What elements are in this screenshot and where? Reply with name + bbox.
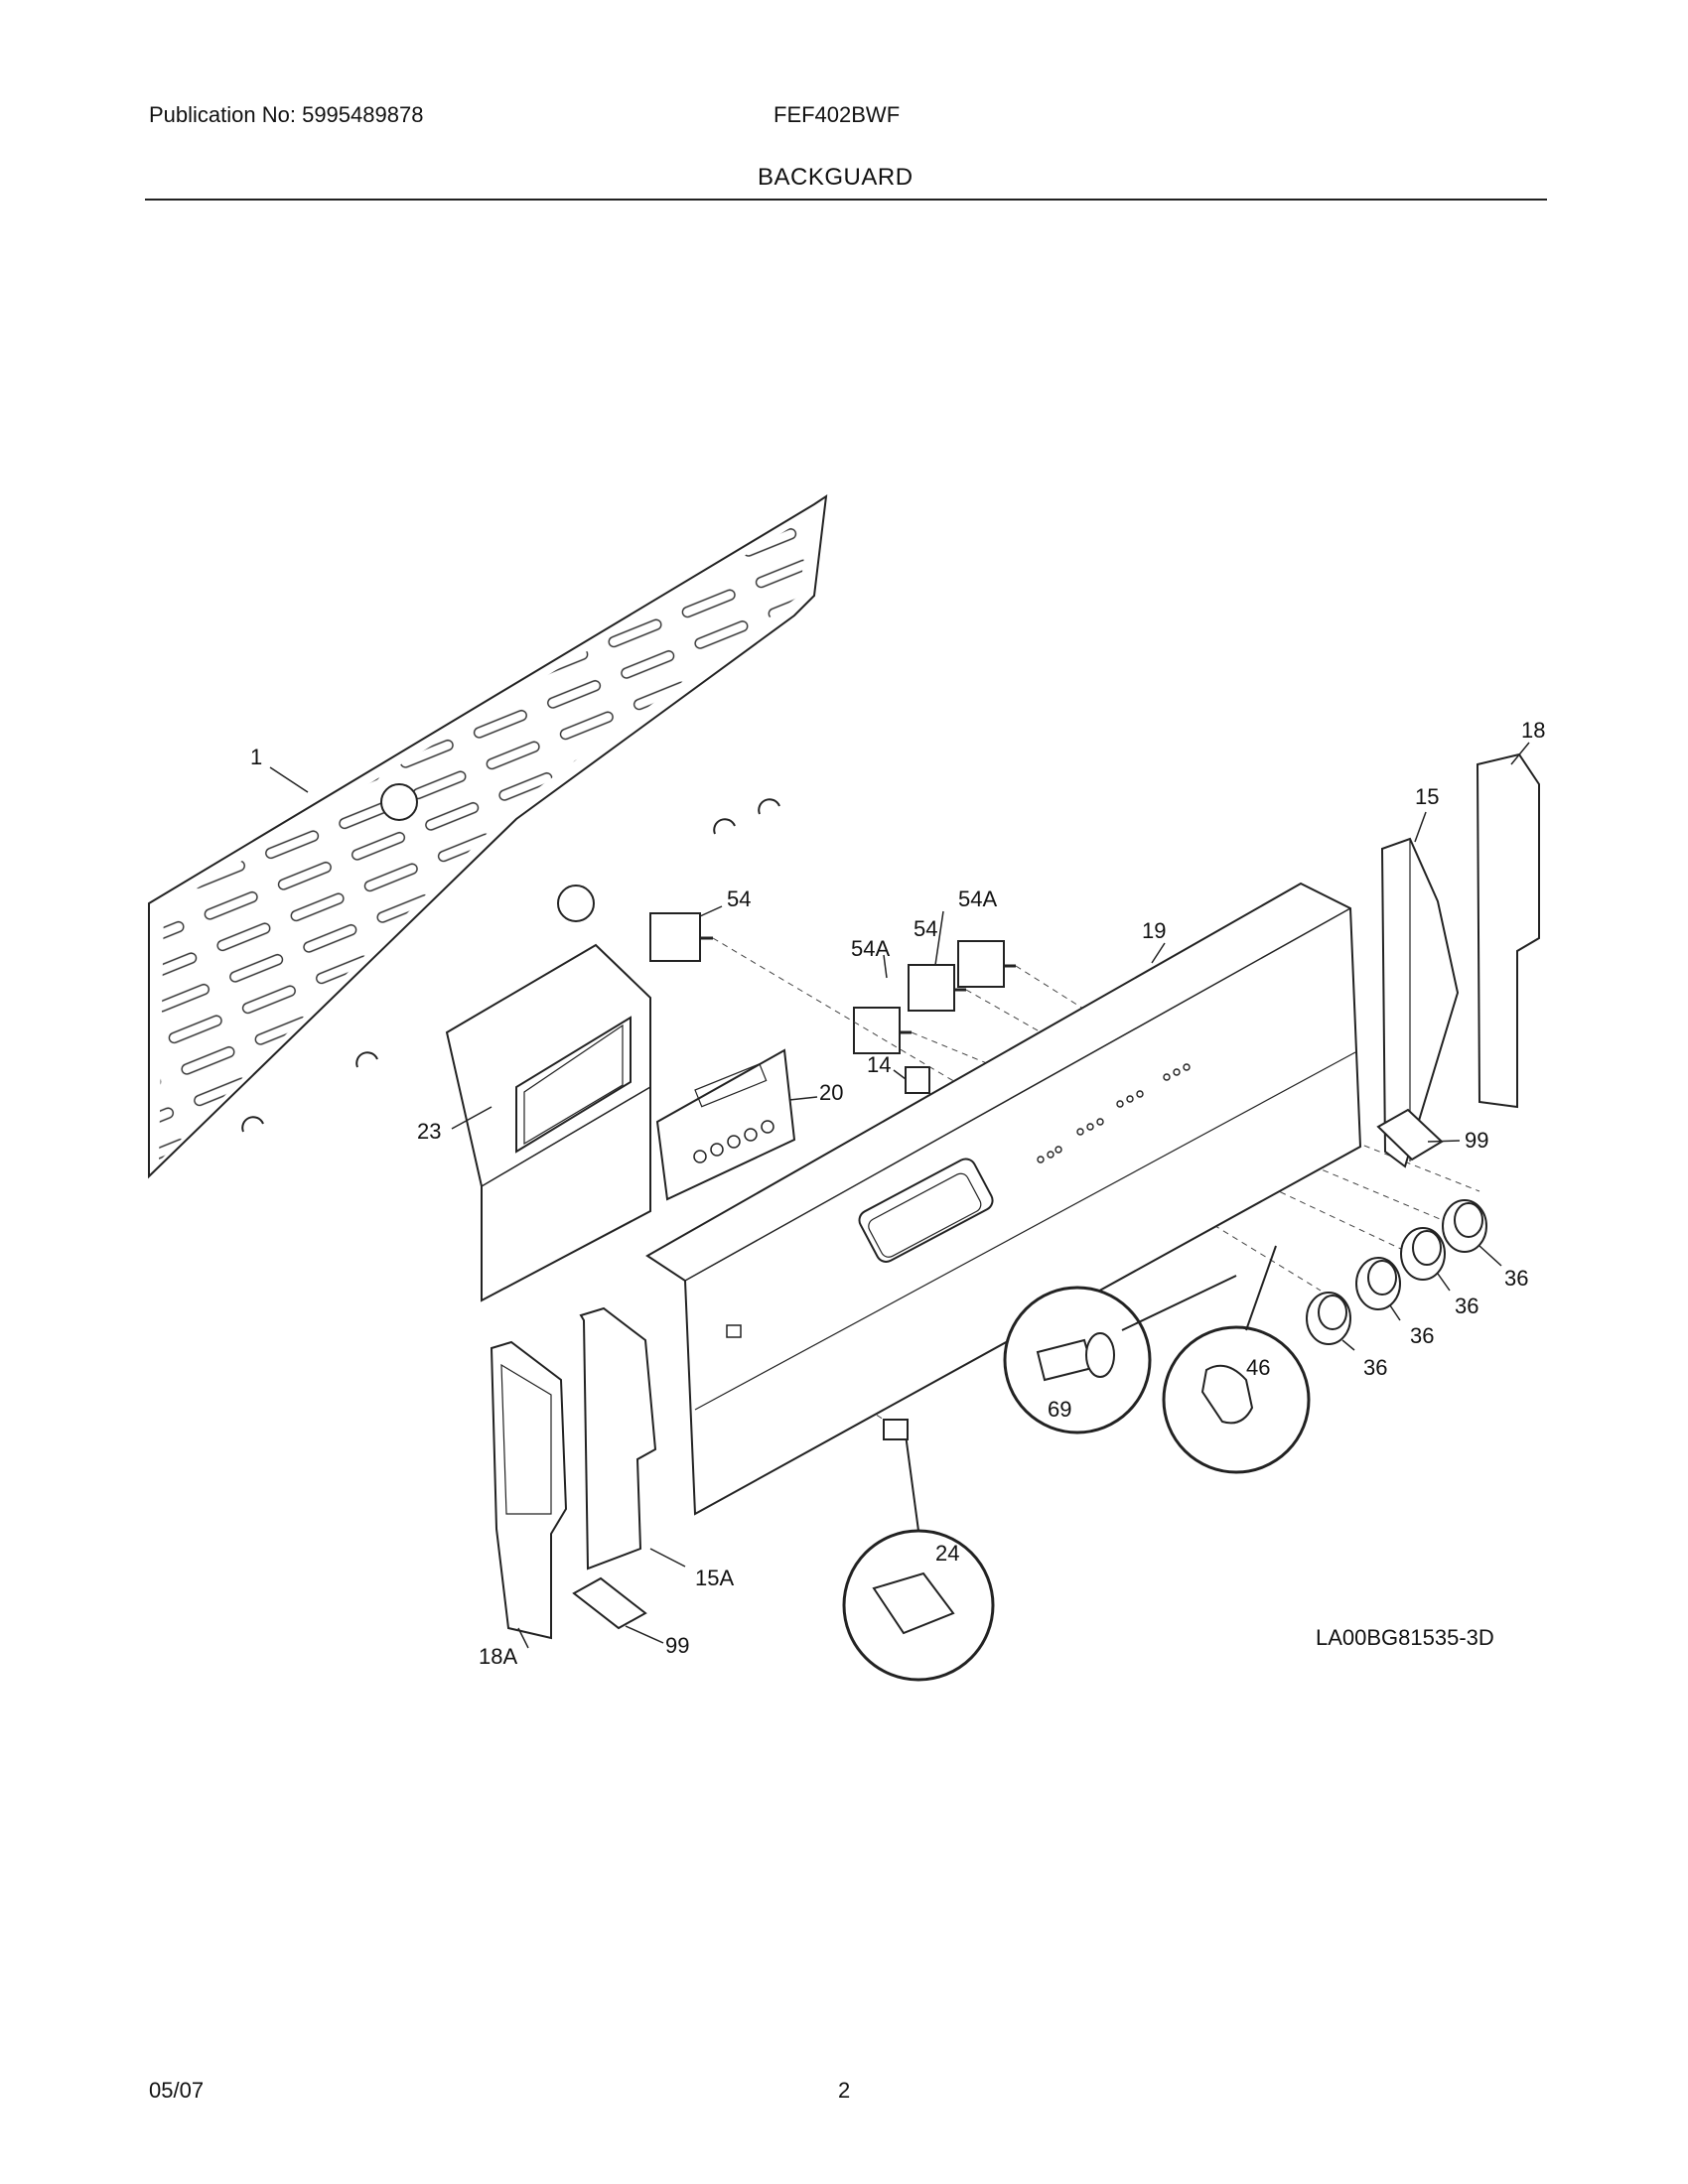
right-end-bracket: [1380, 837, 1460, 1168]
callout-23: 23: [417, 1119, 441, 1144]
callout-14: 14: [867, 1052, 891, 1077]
control-knob: [1355, 1257, 1401, 1310]
electronic-control-board: [655, 1048, 796, 1201]
callout-69: 69: [1048, 1397, 1071, 1422]
control-panel-bracket: [445, 943, 651, 1302]
callout-99: 99: [1465, 1128, 1488, 1153]
drawing-id: LA00BG81535-3D: [1316, 1625, 1494, 1650]
callout-20: 20: [819, 1080, 843, 1105]
callout-54: 54: [914, 916, 937, 941]
publication-date: 05/07: [149, 2078, 205, 2103]
callout-leaders: [269, 742, 1530, 1649]
header-divider: [145, 199, 1547, 201]
infinite-switch: [649, 912, 713, 962]
signal-switch: [905, 1066, 930, 1094]
publication-number: Publication No: 5995489878: [149, 102, 424, 127]
rocker-switch-detail: [842, 1419, 995, 1682]
callout-54A: 54A: [851, 936, 890, 961]
infinite-switch: [853, 1007, 912, 1054]
control-knob: [1306, 1292, 1351, 1345]
callout-24: 24: [935, 1541, 959, 1566]
callout-15A: 15A: [695, 1566, 734, 1590]
control-knob: [1400, 1227, 1446, 1281]
mounting-plate-left: [572, 1576, 647, 1630]
callout-46: 46: [1246, 1355, 1270, 1380]
callout-54A: 54A: [958, 887, 997, 911]
callout-18: 18: [1521, 718, 1545, 743]
callout-36: 36: [1455, 1294, 1478, 1318]
page-number: 2: [838, 2078, 851, 2103]
infinite-switch: [957, 940, 1016, 988]
model-number: FEF402BWF: [774, 102, 901, 127]
callout-54: 54: [727, 887, 751, 911]
infinite-switch: [908, 964, 966, 1012]
page-title: BACKGUARD: [758, 164, 914, 191]
left-end-trim: [490, 1340, 568, 1640]
rear-panel: [148, 493, 828, 1179]
control-knob: [1442, 1199, 1487, 1253]
callout-19: 19: [1142, 918, 1166, 943]
left-end-bracket: [579, 1306, 657, 1570]
knob-insert-detail: [1162, 1245, 1311, 1474]
screw-detail: [1003, 1275, 1237, 1434]
callout-1: 1: [250, 745, 262, 769]
control-panel: [645, 882, 1362, 1516]
callout-36: 36: [1363, 1355, 1387, 1380]
callout-18A: 18A: [479, 1644, 517, 1669]
callout-36: 36: [1504, 1266, 1528, 1291]
callout-99: 99: [665, 1633, 689, 1658]
callout-36: 36: [1410, 1323, 1434, 1348]
callout-15: 15: [1415, 784, 1439, 809]
right-end-trim: [1476, 752, 1540, 1109]
